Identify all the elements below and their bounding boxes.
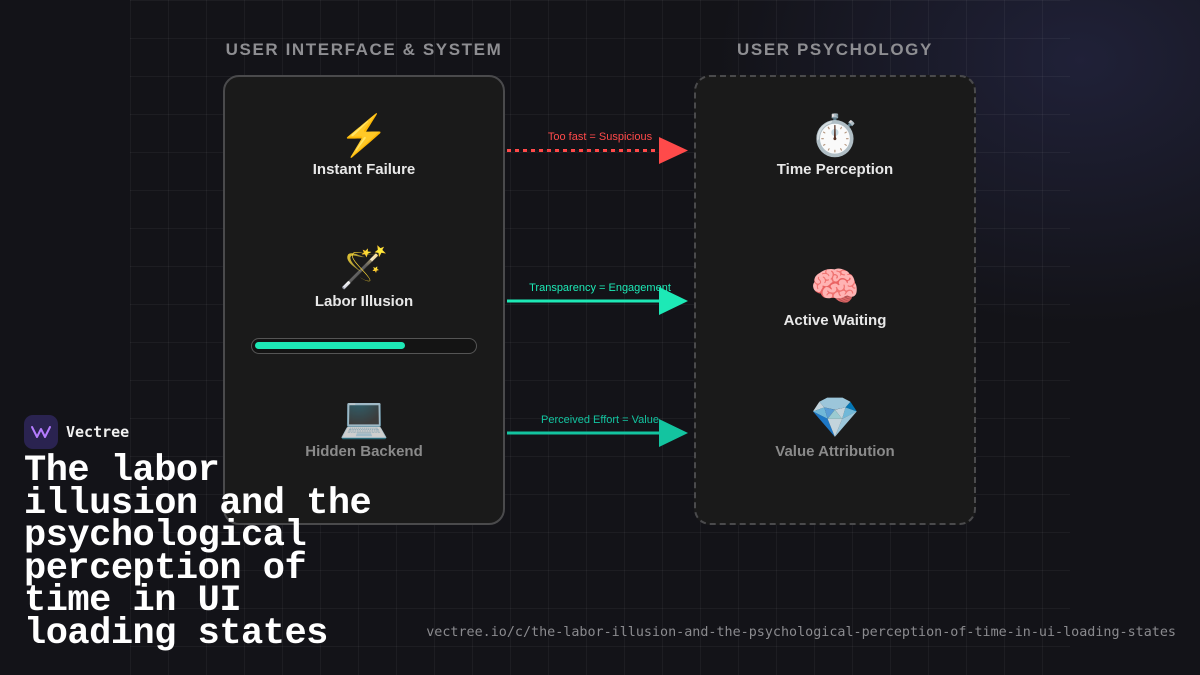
time-perception-node: ⏱️ Time Perception — [715, 113, 955, 178]
instant-failure-node: ⚡ Instant Failure — [244, 113, 484, 178]
hidden-backend-label: Hidden Backend — [305, 443, 423, 460]
arrow-transparency-label: Transparency = Engagement — [529, 282, 671, 294]
value-attribution-node: 💎 Value Attribution — [715, 395, 955, 460]
article-url[interactable]: vectree.io/c/the-labor-illusion-and-the-… — [426, 625, 1176, 640]
labor-illusion-label: Labor Illusion — [314, 293, 414, 310]
brain-icon: 🧠 — [810, 265, 860, 309]
labor-illusion-node: 🪄 Labor Illusion — [244, 245, 484, 310]
value-attribution-label: Value Attribution — [775, 443, 895, 460]
arrow-too-fast-head — [659, 137, 688, 164]
laptop-icon: 💻 — [339, 396, 389, 440]
progress-bar-fill — [255, 342, 405, 349]
article-headline: The labor illusion and the psychological… — [24, 450, 372, 655]
user-psychology-panel — [694, 75, 976, 525]
arrow-transparency-head — [659, 287, 688, 315]
time-perception-label: Time Perception — [776, 161, 894, 178]
arrow-too-fast-label: Too fast = Suspicious — [547, 131, 653, 143]
vectree-logo-icon — [24, 415, 58, 449]
stopwatch-icon: ⏱️ — [810, 114, 860, 158]
instant-failure-label: Instant Failure — [312, 161, 416, 178]
active-waiting-node: 🧠 Active Waiting — [715, 264, 955, 329]
brand-name: Vectree — [66, 423, 130, 441]
hidden-backend-node: 💻 Hidden Backend — [244, 395, 484, 460]
arrow-perceived-effort-head — [659, 419, 688, 447]
arrow-perceived-effort-label: Perceived Effort = Value — [541, 414, 659, 426]
magic-wand-icon: 🪄 — [339, 246, 389, 290]
lightning-icon: ⚡ — [339, 114, 389, 158]
active-waiting-label: Active Waiting — [783, 312, 887, 329]
gem-icon: 💎 — [810, 396, 860, 440]
brand: Vectree — [24, 415, 129, 449]
right-column-title: USER PSYCHOLOGY — [737, 40, 933, 59]
ui-system-panel — [223, 75, 505, 525]
progress-bar — [251, 338, 477, 354]
left-column-title: USER INTERFACE & SYSTEM — [225, 40, 503, 59]
